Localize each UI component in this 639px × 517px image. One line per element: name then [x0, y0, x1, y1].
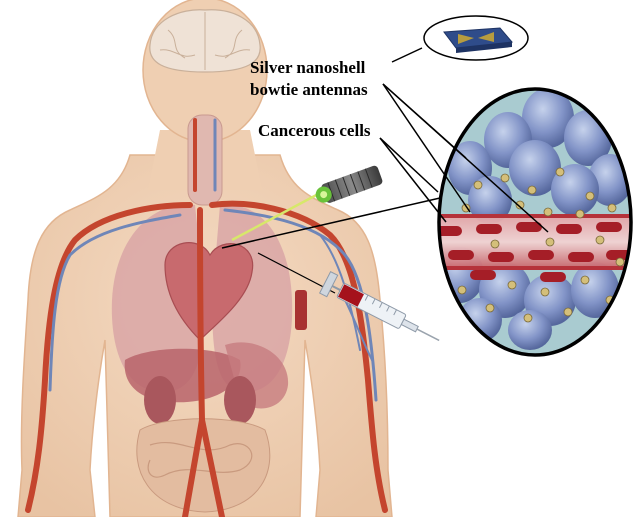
chip-leader-line: [392, 48, 422, 62]
bowtie-antennas-label: bowtie antennas: [250, 80, 368, 100]
kidney-left: [224, 376, 256, 424]
silver-nanoshell-label: Silver nanoshell: [250, 58, 365, 78]
magnified-tumor-view: [425, 85, 639, 360]
arm-marker: [295, 290, 307, 330]
cancerous-cells-label: Cancerous cells: [258, 121, 371, 141]
antenna-chip-callout: [392, 16, 528, 62]
kidney-right: [144, 376, 176, 424]
